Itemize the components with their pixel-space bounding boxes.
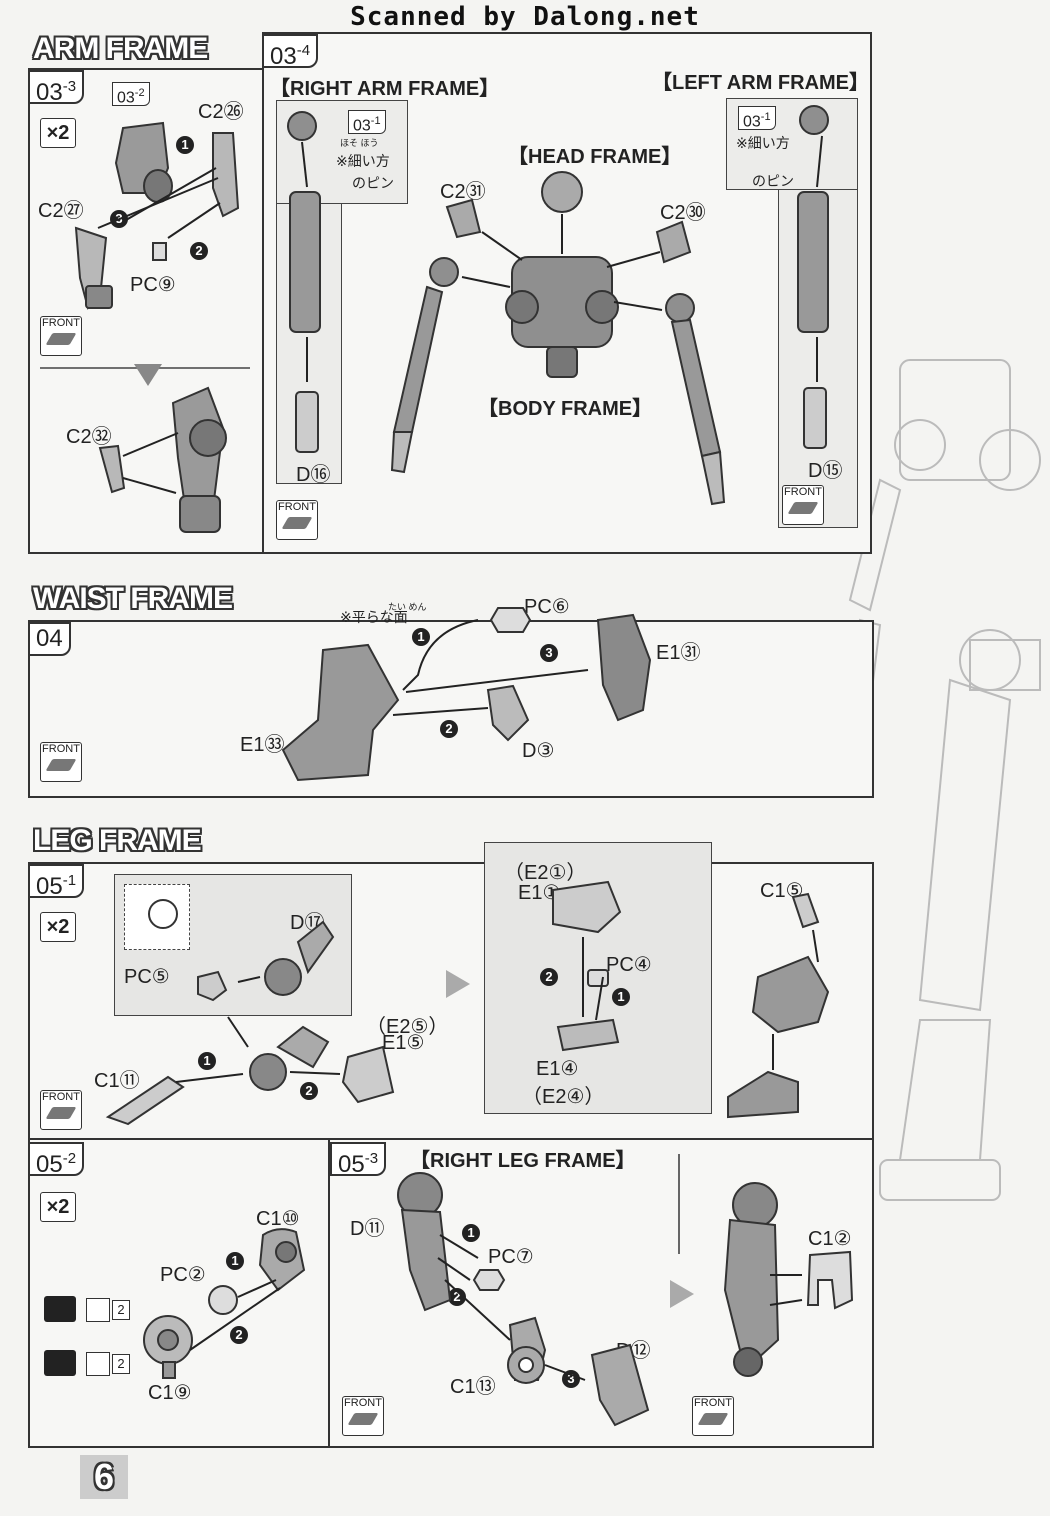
label-c1-13: C1⑬: [450, 1376, 496, 1398]
head-frame-heading: 【HEAD FRAME】: [508, 146, 682, 168]
step-04-number: 04: [28, 622, 71, 656]
page-number: 6: [80, 1455, 129, 1499]
label-e1-5: E1⑤: [382, 1032, 425, 1054]
arm-frame-title: ARM FRAME: [33, 32, 208, 65]
down-arrow-icon: [134, 364, 162, 386]
step-03-4-number: 03-4: [262, 34, 319, 70]
step-order-2-icon: 2: [300, 1082, 318, 1100]
step-05-3-number: 05-3: [330, 1142, 387, 1178]
arm-head-body-illustration: [287, 105, 829, 506]
label-e1-33: E1㉝: [240, 734, 285, 756]
step-05-2-number: 05-2: [28, 1142, 85, 1178]
label-pc4: PC④: [606, 954, 652, 976]
label-pc2: PC②: [160, 1264, 206, 1286]
label-pc5: PC⑤: [124, 966, 170, 988]
label-e1-1: E1①: [518, 882, 561, 904]
waist-frame-title: WAIST FRAME: [33, 582, 233, 615]
thin-pin-note-line2: のピン: [352, 175, 394, 191]
step-order-1-icon: 1: [226, 1252, 244, 1270]
waist-frame-panel: [28, 620, 874, 798]
left-arm-frame-heading: 【LEFT ARM FRAME】: [652, 72, 870, 94]
thin-pin-note-left-line1: ※細い方: [736, 135, 790, 151]
right-arm-ref: 03-1: [348, 110, 386, 134]
step-order-1-icon: 1: [612, 988, 630, 1006]
label-d11: D⑪: [350, 1218, 385, 1240]
label-c2-31: C2㉛: [440, 181, 486, 203]
sticker-shape-icon: [86, 1298, 110, 1322]
step-order-2-icon: 2: [440, 720, 458, 738]
quantity-x2-badge: ×2: [40, 118, 76, 148]
label-e2-4: （E2④）: [522, 1086, 605, 1108]
leg-05-2-illustration: [143, 1228, 306, 1379]
front-view-icon: FRONT: [40, 316, 82, 356]
sticker-apply-icon: [44, 1296, 76, 1322]
step-order-2-icon: 2: [190, 242, 208, 260]
step-order-2-icon: 2: [540, 968, 558, 986]
next-step-arrow-icon: [446, 970, 470, 998]
label-pc7: PC⑦: [488, 1246, 534, 1268]
thin-pin-note-line1: ※細い方: [336, 153, 390, 169]
front-view-icon: FRONT: [692, 1396, 734, 1436]
step-order-3-icon: 3: [562, 1370, 580, 1388]
step-05-1-number: 05-1: [28, 864, 85, 900]
body-frame-heading: 【BODY FRAME】: [478, 398, 653, 420]
right-arm-frame-heading: 【RIGHT ARM FRAME】: [270, 78, 500, 100]
leg-frame-divider: [30, 1138, 872, 1140]
step-order-1-icon: 1: [198, 1052, 216, 1070]
step-order-1-icon: 1: [412, 628, 430, 646]
label-d15: D⑮: [808, 460, 843, 482]
label-c1-10: C1⑩: [256, 1208, 300, 1230]
front-view-icon: FRONT: [40, 742, 82, 782]
label-pc6: PC⑥: [524, 596, 570, 618]
label-e2-1: （E2①）: [504, 862, 587, 884]
quantity-x2-badge: ×2: [40, 1192, 76, 1222]
step-order-3-icon: 3: [540, 644, 558, 662]
label-pc9: PC⑨: [130, 274, 176, 296]
quantity-x2-badge: ×2: [40, 912, 76, 942]
label-d3: D③: [522, 740, 555, 762]
front-view-icon: FRONT: [40, 1090, 82, 1130]
sticker-count-2: 2: [112, 1354, 130, 1374]
front-view-icon: FRONT: [342, 1396, 384, 1436]
ruby-flat-face: たい めん: [388, 602, 427, 612]
sub-step-divider: [678, 1154, 680, 1254]
flat-face-note: ※平らな面: [340, 609, 408, 625]
sticker-apply-icon: [44, 1350, 76, 1376]
label-d16: D⑯: [296, 464, 331, 486]
arm-parts-illustration: [40, 121, 250, 533]
label-c2-26: C2㉖: [198, 101, 244, 123]
label-c1-9: C1⑨: [148, 1382, 192, 1404]
label-c1-11: C1⑪: [94, 1070, 140, 1092]
label-e1-4: E1④: [536, 1058, 579, 1080]
step-order-2-icon: 2: [230, 1326, 248, 1344]
step-order-1-icon: 1: [176, 136, 194, 154]
waist-parts-illustration: [281, 607, 652, 782]
label-e2-5: （E2⑤）: [366, 1016, 449, 1038]
left-arm-ref: 03-1: [738, 106, 776, 130]
next-step-arrow-icon: [670, 1280, 694, 1308]
label-c1-2: C1②: [808, 1228, 852, 1250]
label-c2-32: C2㉜: [66, 426, 112, 448]
ruby-thin-side: ほそ ほう: [340, 138, 379, 148]
step-order-2-icon: 2: [448, 1288, 466, 1306]
step-03-3-number: 03-3: [28, 70, 85, 106]
leg-frame-vertical-divider: [328, 1140, 330, 1446]
leg-05-1-illustration: [105, 880, 830, 1126]
thin-pin-note-left-line2: のピン: [752, 173, 794, 189]
right-leg-frame-heading: 【RIGHT LEG FRAME】: [410, 1150, 636, 1172]
label-c2-27: C2㉗: [38, 200, 84, 222]
label-c2-30: C2㉚: [660, 202, 706, 224]
step-03-3-reference: 03-2: [112, 82, 150, 106]
leg-05-3-illustration: [397, 1172, 854, 1427]
scanned-watermark: Scanned by Dalong.net: [350, 2, 700, 32]
leg-frame-title: LEG FRAME: [33, 824, 202, 857]
label-e1-31: E1㉛: [656, 642, 701, 664]
step-order-1-icon: 1: [462, 1224, 480, 1242]
front-view-icon: FRONT: [782, 485, 824, 525]
front-view-icon: FRONT: [276, 500, 318, 540]
sticker-count-1: 2: [112, 1300, 130, 1320]
sticker-shape-icon: [86, 1352, 110, 1376]
